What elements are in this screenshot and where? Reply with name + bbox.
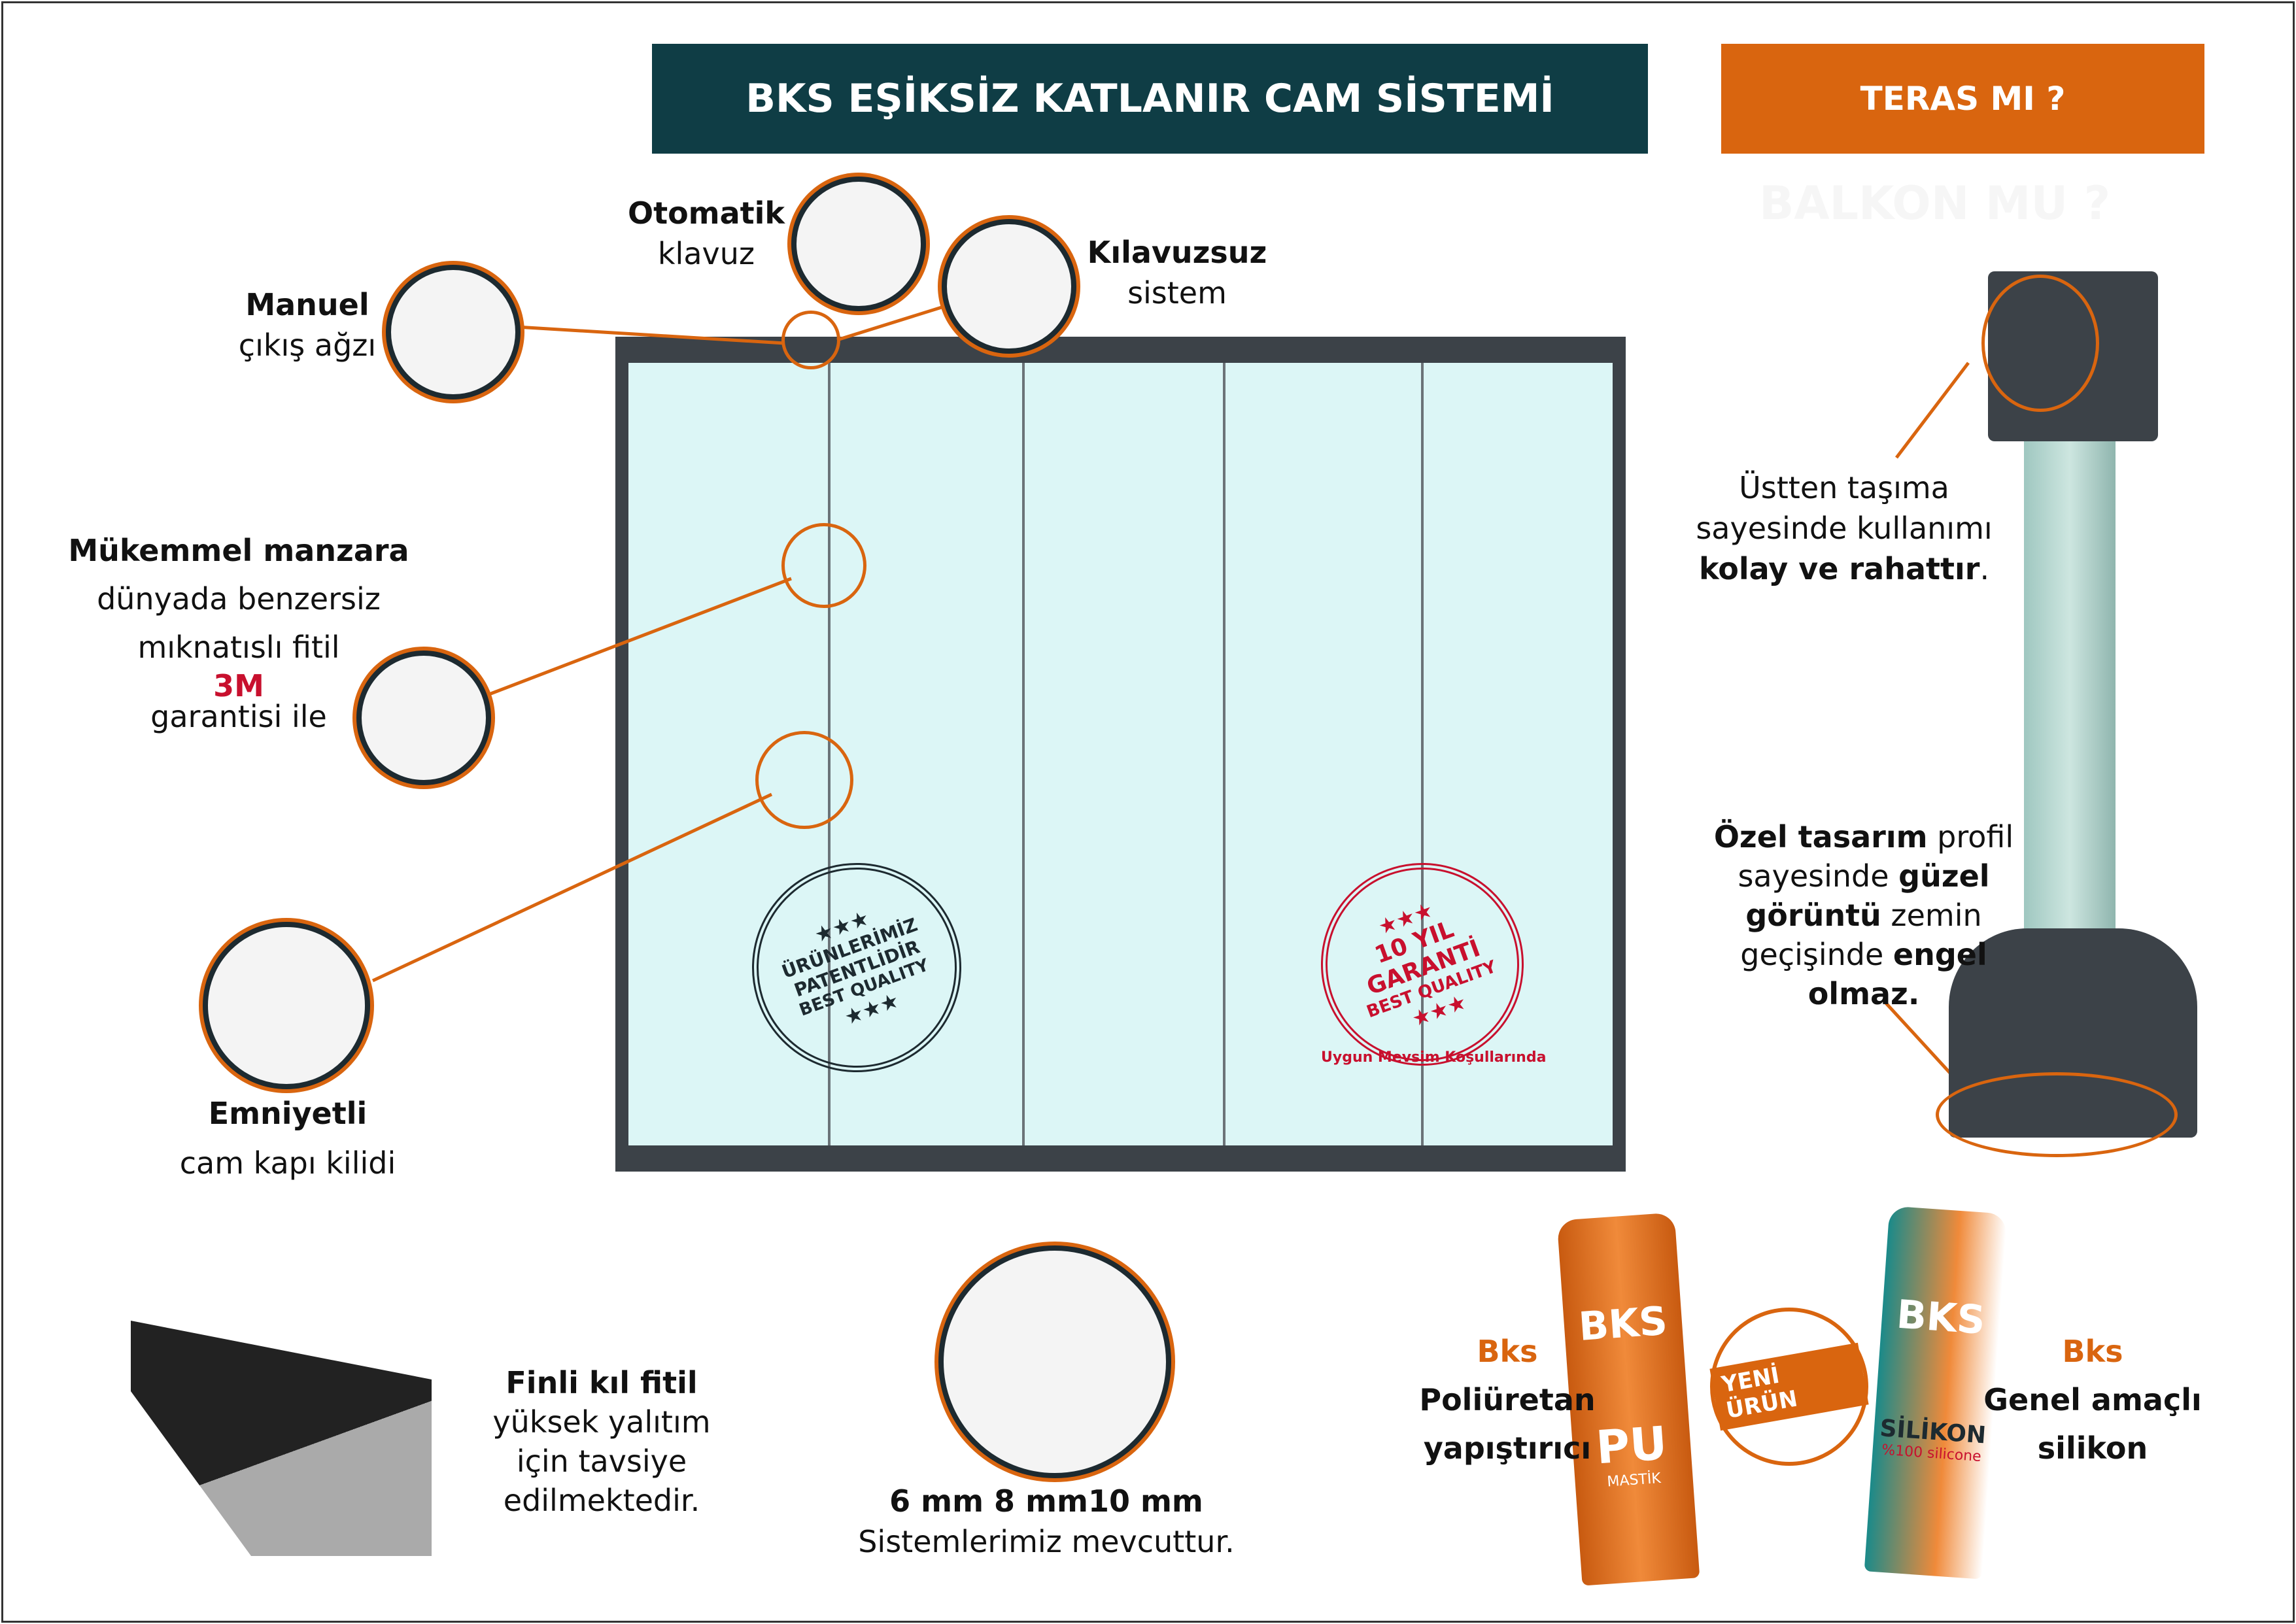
door-lock-image <box>203 922 370 1089</box>
highlight-ring <box>1936 1072 2178 1157</box>
page-title: BKS EŞİKSİZ KATLANIR CAM SİSTEMİ <box>745 76 1554 122</box>
highlight-ring <box>1981 275 2099 412</box>
warranty-note: Uygun Mevsim Koşullarında <box>1321 1049 1547 1066</box>
auto-guide-image <box>791 177 926 311</box>
ozel-label: Özel tasarım profil sayesinde güzel görü… <box>1713 819 2014 1011</box>
highlight-ring <box>781 523 866 608</box>
guideless-image <box>942 219 1076 354</box>
title-banner: BKS EŞİKSİZ KATLANIR CAM SİSTEMİ <box>652 44 1648 154</box>
highlight-ring <box>755 731 853 829</box>
highlight-ring <box>781 311 840 369</box>
glass-section <box>2024 441 2116 951</box>
teras-banner: TERAS MI ? <box>1721 44 2204 154</box>
teras-label: TERAS MI ? <box>1860 80 2066 118</box>
balkon-label: BALKON MU ? <box>1759 177 2111 230</box>
folding-glass-frame <box>615 337 1626 1172</box>
glass-profile-image <box>938 1245 1171 1478</box>
magnetic-seal-image <box>356 651 491 785</box>
manual-exit-image <box>386 265 521 399</box>
new-product-badge: YENİ ÜRÜN <box>1709 1308 1869 1466</box>
